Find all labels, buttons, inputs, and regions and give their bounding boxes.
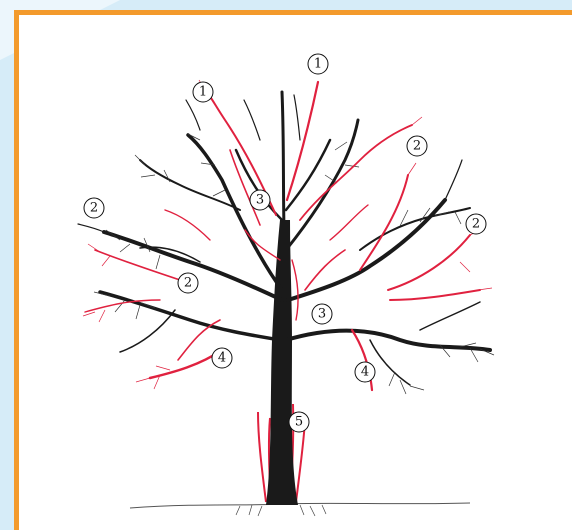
label-3a: 3: [250, 190, 270, 210]
svg-text:2: 2: [472, 217, 480, 232]
svg-text:2: 2: [413, 139, 421, 154]
label-1b: 1: [308, 54, 328, 74]
label-1a: 1: [193, 82, 213, 102]
svg-text:3: 3: [256, 193, 264, 208]
label-2d: 2: [178, 273, 198, 293]
svg-text:4: 4: [218, 351, 226, 366]
label-3b: 3: [312, 304, 332, 324]
ground-hatch: [236, 505, 326, 516]
label-5: 5: [289, 412, 309, 432]
svg-text:5: 5: [295, 415, 303, 430]
label-2a: 2: [84, 198, 104, 218]
svg-text:1: 1: [199, 85, 207, 100]
label-4b: 4: [355, 362, 375, 382]
svg-text:1: 1: [314, 57, 322, 72]
svg-text:4: 4: [361, 365, 369, 380]
svg-text:3: 3: [318, 307, 326, 322]
svg-text:2: 2: [184, 276, 192, 291]
tree-pruning-diagram: 1 1 2 2 2 2 3 3 4 4 5: [0, 0, 572, 517]
svg-text:2: 2: [90, 201, 98, 216]
label-2b: 2: [407, 136, 427, 156]
twigs: [94, 134, 494, 394]
label-2c: 2: [466, 214, 486, 234]
label-4a: 4: [212, 348, 232, 368]
